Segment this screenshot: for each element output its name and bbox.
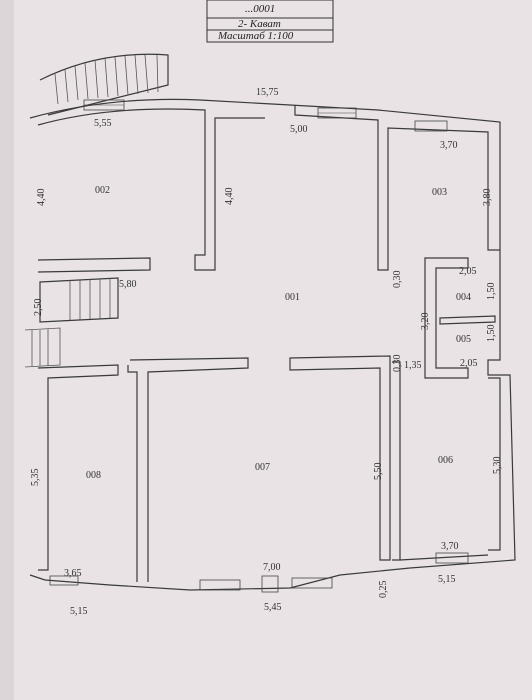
internal-walls	[24, 257, 501, 582]
room-label-004: 004	[456, 292, 471, 303]
room-labels: 001 002 003 004 005 006 007 008	[86, 185, 471, 481]
room-label-005: 005	[456, 334, 471, 345]
outer-walls	[29, 98, 516, 591]
title-floor: 2- Кават	[238, 18, 281, 30]
dim-label: 5,30	[492, 457, 503, 475]
dim-label: 3,70	[440, 140, 458, 151]
room-label-008: 008	[86, 470, 101, 481]
dim-label: 2,50	[33, 299, 44, 317]
dim-label: 0,30	[392, 355, 403, 373]
dim-label: 5,45	[264, 602, 282, 613]
dim-label: 5,55	[94, 118, 112, 129]
dim-label: 4,40	[36, 189, 47, 207]
dim-label: 1,50	[486, 283, 497, 301]
room-label-006: 006	[438, 455, 453, 466]
room-label-003: 003	[432, 187, 447, 198]
dim-label: 0,25	[378, 581, 389, 599]
dim-label: 1,35	[404, 360, 422, 371]
dim-label: 3,80	[482, 189, 493, 207]
dim-label: 5,35	[30, 469, 41, 487]
dim-label: 3,70	[441, 541, 459, 552]
binding-edge	[0, 0, 14, 700]
dimension-labels: 15,75 5,55 5,00 3,70 4,40 3,80 4,40 0,30…	[30, 87, 503, 617]
dim-label: 4,40	[224, 188, 235, 206]
dim-label: 5,50	[373, 463, 384, 481]
dim-label: 5,15	[70, 606, 88, 617]
room-label-002: 002	[95, 185, 110, 196]
dim-label: 5,15	[438, 574, 456, 585]
dim-label: 3,20	[420, 313, 431, 331]
dim-label: 2,05	[460, 358, 478, 369]
room-label-007: 007	[255, 462, 270, 473]
title-top-fragment: ...0001	[245, 3, 275, 15]
dim-label: 0,30	[392, 271, 403, 289]
windows	[49, 99, 469, 593]
room-label-001: 001	[285, 292, 300, 303]
dim-label: 15,75	[256, 87, 279, 98]
stair-top	[39, 53, 169, 116]
dim-label: 2,05	[459, 266, 477, 277]
dim-label: 7,00	[263, 562, 281, 573]
dim-label: 3,65	[64, 568, 82, 579]
title-scale: Масштаб 1:100	[217, 30, 294, 42]
title-block: ...0001 2- Кават Масштаб 1:100	[206, 0, 334, 43]
dim-label: 5,00	[290, 124, 308, 135]
dim-label: 5,80	[119, 279, 137, 290]
dim-label: 1,50	[486, 325, 497, 343]
